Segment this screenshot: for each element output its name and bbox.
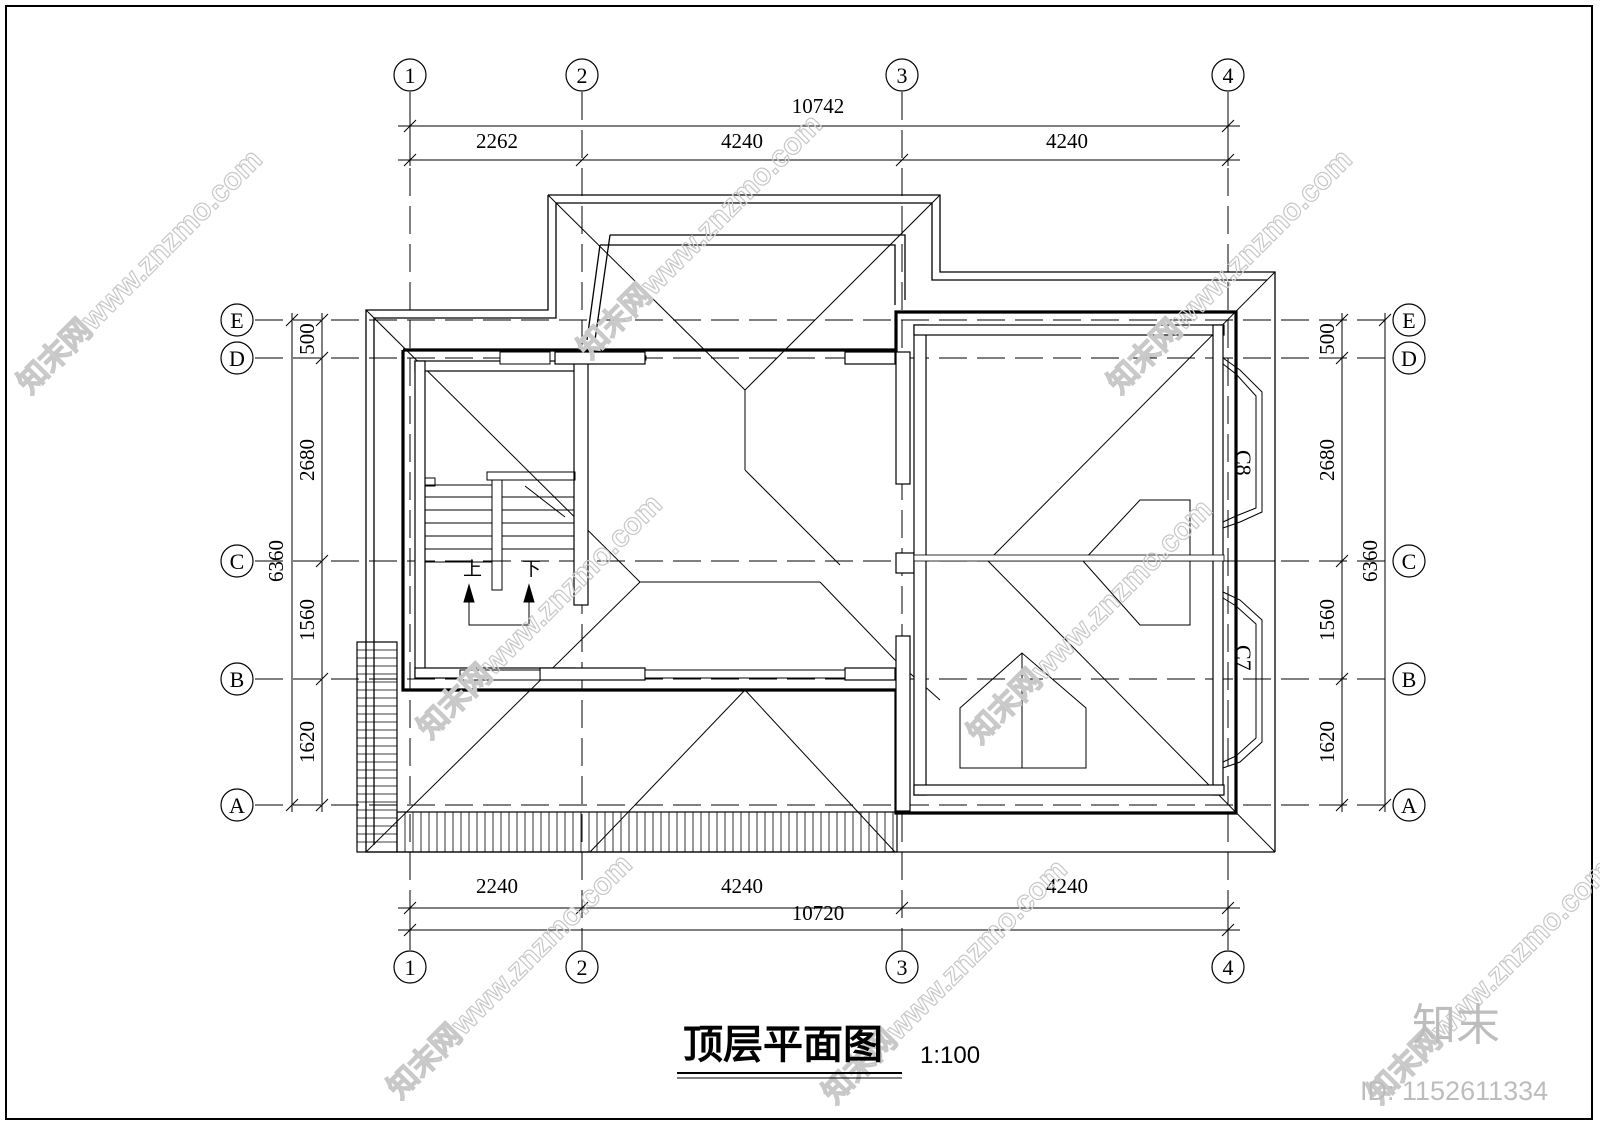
dim-bottom-seg-1: 2240 bbox=[476, 874, 518, 898]
axis-row-b-right: B bbox=[1402, 667, 1417, 692]
dim-top-total: 10742 bbox=[792, 94, 845, 118]
axis-col-4-bottom: 4 bbox=[1223, 955, 1234, 980]
windows bbox=[459, 351, 1263, 769]
watermark-text: 知末网www.znzmo.com bbox=[1362, 853, 1600, 1110]
roof-hip-lines bbox=[365, 194, 1276, 853]
axis-row-a-left: A bbox=[229, 793, 245, 818]
dim-right-seg-2: 1560 bbox=[1315, 599, 1339, 641]
window-c8-label: C8 bbox=[1231, 450, 1256, 476]
axis-row-e-right: E bbox=[1402, 308, 1415, 333]
window-c7-label: C7 bbox=[1231, 645, 1256, 671]
axis-col-4-top: 4 bbox=[1223, 63, 1234, 88]
interior-walls bbox=[414, 324, 1225, 812]
exterior-walls bbox=[401, 310, 1238, 815]
axis-bubbles bbox=[220, 58, 1426, 984]
dim-right-seg-3: 2680 bbox=[1315, 439, 1339, 481]
axis-col-1-top: 1 bbox=[405, 63, 416, 88]
axis-row-d-right: D bbox=[1401, 346, 1417, 371]
axis-col-2-bottom: 2 bbox=[577, 955, 588, 980]
axis-row-c-right: C bbox=[1402, 549, 1417, 574]
axis-col-3-top: 3 bbox=[897, 63, 908, 88]
stair-down-label: 下 bbox=[522, 558, 541, 580]
dim-bottom-seg-3: 4240 bbox=[1046, 874, 1088, 898]
dim-right-total: 6360 bbox=[1358, 540, 1382, 582]
roof-dormers bbox=[959, 499, 1191, 769]
dimension-lines bbox=[285, 118, 1392, 940]
watermark-text: 知末网www.znzmo.com bbox=[412, 488, 669, 745]
drawing-frame bbox=[5, 5, 1593, 1120]
staircase bbox=[424, 471, 576, 626]
dim-top-seg-1: 2262 bbox=[476, 129, 518, 153]
dim-top-seg-2: 4240 bbox=[721, 129, 763, 153]
watermark-text: 知末网www.znzmo.com bbox=[962, 493, 1219, 750]
axis-row-d-left: D bbox=[229, 346, 245, 371]
axis-row-a-right: A bbox=[1401, 793, 1417, 818]
dim-left-seg-3: 2680 bbox=[295, 439, 319, 481]
watermark-text: 知末网www.znzmo.com bbox=[817, 853, 1074, 1110]
dim-right-seg-4: 500 bbox=[1315, 323, 1339, 355]
watermarks: 知末网www.znzmo.com 知末网www.znzmo.com 知末网www… bbox=[11, 107, 1600, 1110]
axis-row-c-left: C bbox=[230, 549, 245, 574]
dim-top-seg-3: 4240 bbox=[1046, 129, 1088, 153]
dim-left-total: 6360 bbox=[264, 540, 288, 582]
image-id: ID: 1152611334 bbox=[1360, 1076, 1548, 1106]
axis-col-2-top: 2 bbox=[577, 63, 588, 88]
axis-col-3-bottom: 3 bbox=[897, 955, 908, 980]
axis-col-1-bottom: 1 bbox=[405, 955, 416, 980]
axis-row-b-left: B bbox=[230, 667, 245, 692]
dim-right-seg-1: 1620 bbox=[1315, 721, 1339, 763]
eave-hatch bbox=[356, 641, 898, 853]
brand-logo: 知末 bbox=[1412, 1000, 1500, 1051]
dim-left-seg-2: 1560 bbox=[295, 599, 319, 641]
drawing-scale: 1:100 bbox=[920, 1042, 980, 1069]
drawing-title: 顶层平面图 bbox=[683, 1022, 883, 1068]
dim-bottom-seg-2: 4240 bbox=[721, 874, 763, 898]
stair-up-label: 上 bbox=[463, 558, 482, 580]
dim-bottom-total: 10720 bbox=[792, 901, 845, 925]
dim-left-seg-1: 1620 bbox=[295, 721, 319, 763]
dim-left-seg-4: 500 bbox=[295, 323, 319, 355]
axis-row-e-left: E bbox=[230, 308, 243, 333]
